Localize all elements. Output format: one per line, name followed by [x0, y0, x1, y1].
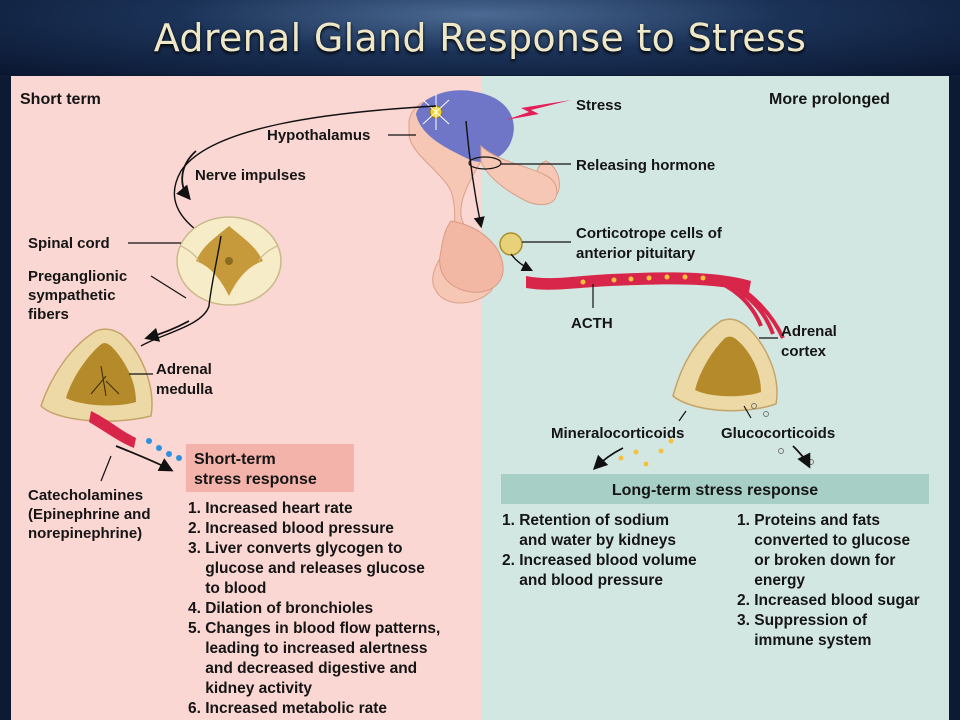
adrenal-gland-left: [40, 328, 153, 448]
short-term-item: 4. Dilation of bronchioles: [188, 600, 373, 617]
long-term-right-item: immune system: [737, 632, 871, 649]
nerve-impulses-label: Nerve impulses: [195, 167, 306, 184]
preganglionic-fiber: [140, 235, 222, 347]
anterior-pituitary: [439, 220, 504, 293]
glucocorticoid-tick: [743, 405, 752, 419]
nerve-impulse-arrow: [176, 150, 197, 201]
adrenal-cortex-label-line1: Adrenal: [781, 323, 837, 340]
prolonged-heading: More prolonged: [769, 91, 890, 108]
title-bar: Adrenal Gland Response to Stress: [0, 0, 960, 75]
preganglionic-leader: [150, 275, 187, 299]
adrenal-cortex-label-line2: cortex: [781, 343, 827, 360]
long-term-right-item: 1. Proteins and fats: [737, 512, 880, 529]
short-term-item: 6. Increased metabolic rate: [188, 700, 387, 717]
glucocorticoid-arrow: [792, 445, 811, 469]
short-term-heading: Short term: [20, 91, 101, 108]
short-term-item: 1. Increased heart rate: [188, 500, 353, 517]
nerve-pathway: [173, 105, 437, 239]
pituitary-to-vessel-arrow: [510, 253, 534, 272]
short-term-item: kidney activity: [188, 680, 312, 697]
long-term-right-item: 2. Increased blood sugar: [737, 592, 920, 609]
long-term-left-item: and blood pressure: [502, 572, 663, 589]
long-term-response-box: [501, 474, 929, 504]
preganglionic-label-line1: Preganglionic: [28, 268, 127, 285]
short-term-item: glucose and releases glucose: [188, 560, 425, 577]
short-term-item: 3. Liver converts glycogen to: [188, 540, 402, 557]
short-term-response-list: 1. Increased heart rate 2. Increased blo…: [188, 500, 440, 717]
corticotrope-label-line2: anterior pituitary: [576, 245, 696, 262]
preganglionic-label-line2: sympathetic: [28, 287, 116, 304]
long-term-right-list: 1. Proteins and fats converted to glucos…: [737, 512, 920, 649]
long-term-left-list: 1. Retention of sodium and water by kidn…: [502, 512, 697, 589]
hypothalamus-pituitary: [408, 90, 560, 304]
spinal-cord-label: Spinal cord: [28, 235, 110, 252]
long-term-response-title: Long-term stress response: [612, 482, 818, 499]
releasing-hormone-marker: [468, 156, 502, 170]
adrenal-medulla-label-line2: medulla: [156, 381, 213, 398]
left-vessel: [89, 411, 136, 448]
preganglionic-label-line3: fibers: [28, 306, 69, 323]
long-term-right-item: energy: [737, 572, 805, 589]
stress-label: Stress: [576, 97, 622, 114]
acth-vessel: [526, 272, 785, 339]
catecholamine-arrow: [115, 445, 174, 472]
short-term-response-title-line1: Short-term: [194, 451, 276, 468]
long-term-right-item: 3. Suppression of: [737, 612, 868, 629]
short-term-response-box: [186, 444, 354, 492]
long-term-right-item: converted to glucose: [737, 532, 910, 549]
short-term-item: 2. Increased blood pressure: [188, 520, 394, 537]
corticotrope-label-line1: Corticotrope cells of: [576, 225, 723, 242]
catecholamines-label-line1: Catecholamines: [28, 487, 143, 504]
slide-title: Adrenal Gland Response to Stress: [153, 16, 807, 60]
long-term-left-item: and water by kidneys: [502, 532, 676, 549]
corticotrope-cell: [499, 232, 523, 256]
hypothalamus-label: Hypothalamus: [267, 127, 370, 144]
short-term-item: and decreased digestive and: [188, 660, 417, 677]
long-term-left-item: 2. Increased blood volume: [502, 552, 697, 569]
stress-response-diagram: Short term More prolonged Stress Hypotha…: [11, 76, 949, 720]
catecholamines-label-line3: norepinephrine): [28, 525, 142, 542]
adrenal-gland-right: [672, 318, 778, 412]
spinal-cord: [176, 216, 282, 306]
acth-label: ACTH: [571, 315, 613, 332]
short-term-item: leading to increased alertness: [188, 640, 427, 657]
long-term-left-item: 1. Retention of sodium: [502, 512, 669, 529]
adrenal-medulla-label-line1: Adrenal: [156, 361, 212, 378]
mineralocorticoid-arrow: [592, 447, 624, 471]
fiber-arrow: [144, 320, 190, 342]
catecholamine-dots: [146, 438, 182, 461]
mineralocorticoid-tick: [678, 410, 687, 422]
short-term-response-title-line2: stress response: [194, 471, 317, 488]
hypothalamus-to-pituitary-path: [465, 120, 485, 229]
mineralocorticoids-label: Mineralocorticoids: [551, 425, 684, 442]
catecholamines-label-line2: (Epinephrine and: [28, 506, 151, 523]
catecholamine-leader: [100, 455, 112, 482]
short-term-item: 5. Changes in blood flow patterns,: [188, 620, 440, 637]
stress-bolt-icon: [506, 100, 571, 120]
mineralocorticoid-dots: [618, 438, 674, 467]
long-term-right-item: or broken down for: [737, 552, 895, 569]
short-term-item: to blood: [188, 580, 266, 597]
releasing-hormone-label: Releasing hormone: [576, 157, 715, 174]
glucocorticoids-label: Glucocorticoids: [721, 425, 835, 442]
